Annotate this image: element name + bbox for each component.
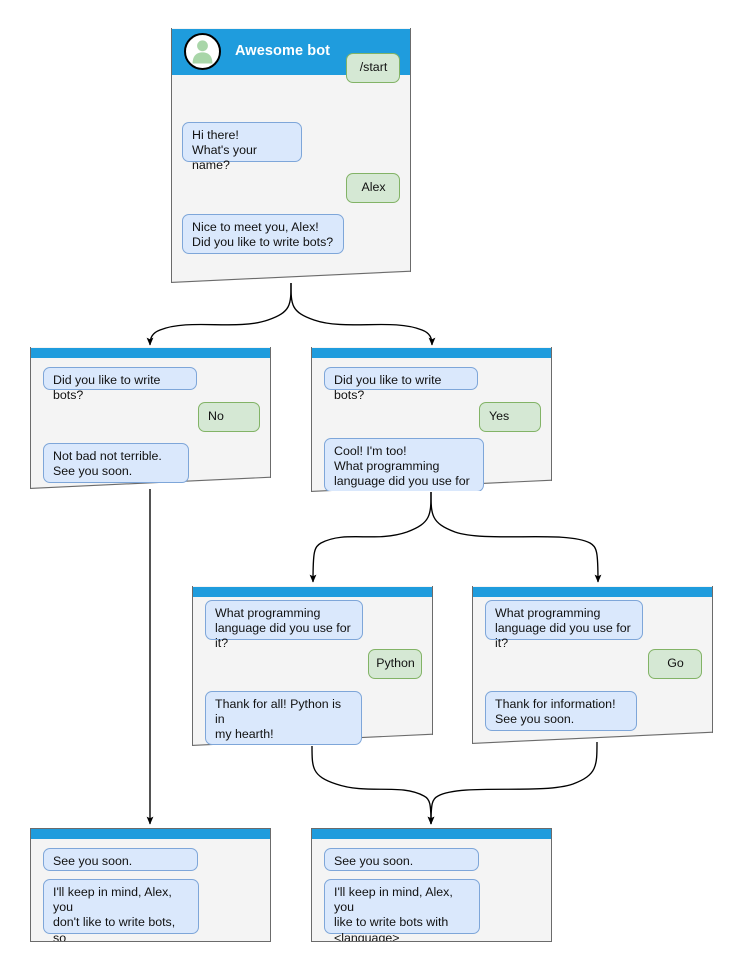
card-bottom-edge — [471, 731, 714, 744]
card-message-list: /start Hi there! What's your name? Alex … — [172, 39, 410, 282]
message-bubble-bot: What programming language did you use fo… — [205, 600, 363, 650]
chat-card-language-go[interactable]: What programming language did you use fo… — [471, 586, 714, 744]
message-bubble-bot: I'll keep in mind, Alex, you like to wri… — [324, 879, 480, 941]
message-bubble-bot: Hi there! What's your name? — [182, 122, 302, 172]
edge-yes-to-python — [309, 491, 432, 583]
message-bubble-user: Go — [648, 649, 702, 679]
chat-card-end-happy[interactable]: See you soon. I'll keep in mind, Alex, y… — [311, 828, 552, 942]
edge-start-to-yes — [290, 282, 436, 346]
message-bubble-user: No — [198, 402, 260, 432]
message-bubble-bot: See you soon. — [43, 848, 198, 871]
card-title-bar — [312, 348, 551, 358]
message-bubble-user: /start — [346, 53, 400, 83]
message-bubble-bot: I'll keep in mind, Alex, you don't like … — [43, 879, 199, 941]
chat-card-answer-no[interactable]: Did you like to write bots? No Not bad n… — [29, 347, 272, 489]
bot-identity: Awesome bot — [171, 28, 411, 74]
chat-card-start[interactable]: Awesome bot /start Hi there! What's your… — [170, 28, 412, 283]
message-bubble-bot: Did you like to write bots? — [324, 367, 478, 402]
avatar — [184, 32, 221, 70]
message-bubble-bot: Not bad not terrible. See you soon. — [43, 443, 189, 483]
message-bubble-bot: What programming language did you use fo… — [485, 600, 643, 650]
edge-go-to-end-happy — [427, 741, 598, 825]
message-bubble-user: Alex — [346, 173, 400, 203]
card-message-list: See you soon. I'll keep in mind, Alex, y… — [31, 839, 270, 941]
card-title-bar — [193, 587, 432, 597]
bot-name-label: Awesome bot — [235, 43, 331, 59]
message-bubble-bot: See you soon. — [324, 848, 479, 871]
card-bottom-edge — [170, 270, 412, 283]
chat-card-answer-yes[interactable]: Did you like to write bots? Yes Cool! I'… — [310, 347, 553, 492]
edge-python-to-end-happy — [311, 745, 435, 825]
message-bubble-user: Python — [368, 649, 422, 679]
card-title-bar — [31, 348, 270, 358]
chat-card-language-python[interactable]: What programming language did you use fo… — [191, 586, 434, 746]
edge-yes-to-go — [430, 491, 602, 583]
message-bubble-bot: Thank for information! See you soon. — [485, 691, 637, 731]
card-message-list: Did you like to write bots? Yes Cool! I'… — [312, 358, 551, 491]
card-message-list: What programming language did you use fo… — [473, 597, 712, 743]
message-bubble-bot: Did you like to write bots? — [43, 367, 197, 402]
card-message-list: What programming language did you use fo… — [193, 597, 432, 745]
message-bubble-bot: Nice to meet you, Alex! Did you like to … — [182, 214, 344, 254]
message-bubble-bot: Thank for all! Python is in my hearth! S… — [205, 691, 362, 745]
chat-card-end-sad[interactable]: See you soon. I'll keep in mind, Alex, y… — [30, 828, 271, 942]
person-icon — [192, 39, 213, 63]
card-title-bar — [473, 587, 712, 597]
edge-start-to-no — [146, 282, 292, 346]
card-message-list: See you soon. I'll keep in mind, Alex, y… — [312, 839, 551, 941]
card-message-list: Did you like to write bots? No Not bad n… — [31, 358, 270, 488]
card-title-bar — [31, 829, 270, 839]
card-title-bar — [312, 829, 551, 839]
message-bubble-user: Yes — [479, 402, 541, 432]
message-bubble-bot: Cool! I'm too! What programming language… — [324, 438, 484, 491]
